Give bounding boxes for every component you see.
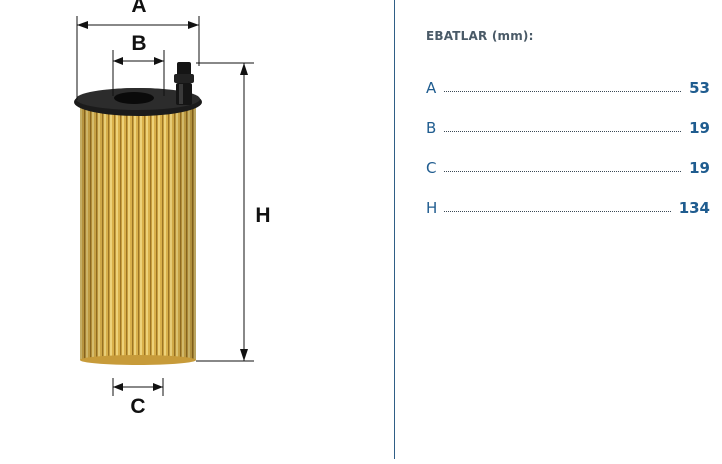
spec-label: B (426, 119, 437, 137)
spec-dot-leader (444, 210, 671, 212)
panel-divider (394, 0, 395, 459)
dimension-label-h: H (255, 204, 270, 227)
spec-label: C (426, 159, 437, 177)
dimension-a (76, 16, 200, 100)
dimension-b (112, 50, 165, 96)
spec-value: 53 (689, 79, 710, 97)
spec-row-b: B 19 (426, 118, 710, 138)
spec-label: H (426, 199, 438, 217)
dimension-label-b: B (131, 32, 146, 55)
spec-dot-leader (444, 170, 682, 172)
dimension-label-c: C (130, 395, 145, 418)
spec-dot-leader (444, 130, 682, 132)
filter-element (74, 62, 202, 365)
spec-row-a: A 53 (426, 78, 710, 98)
spec-title: EBATLAR (mm): (426, 29, 534, 43)
spec-label: A (426, 79, 437, 97)
dimensions-spec-panel: EBATLAR (mm): A 53 B 19 C 19 H 134 (395, 0, 722, 459)
filter-center-hole (114, 92, 154, 104)
spec-value: 19 (689, 159, 710, 177)
spec-row-c: C 19 (426, 158, 710, 178)
dimension-label-a: A (131, 0, 146, 17)
filter-drain-pin (174, 62, 194, 105)
dimension-h (196, 62, 254, 362)
spec-value: 134 (678, 199, 710, 217)
spec-dot-leader (444, 90, 682, 92)
filter-drawing: A B H C (74, 0, 271, 418)
spec-row-h: H 134 (426, 198, 710, 218)
filter-diagram: A B H C (74, 0, 271, 418)
filter-bottom-edge (80, 355, 196, 365)
dimension-c (112, 378, 164, 396)
spec-value: 19 (689, 119, 710, 137)
